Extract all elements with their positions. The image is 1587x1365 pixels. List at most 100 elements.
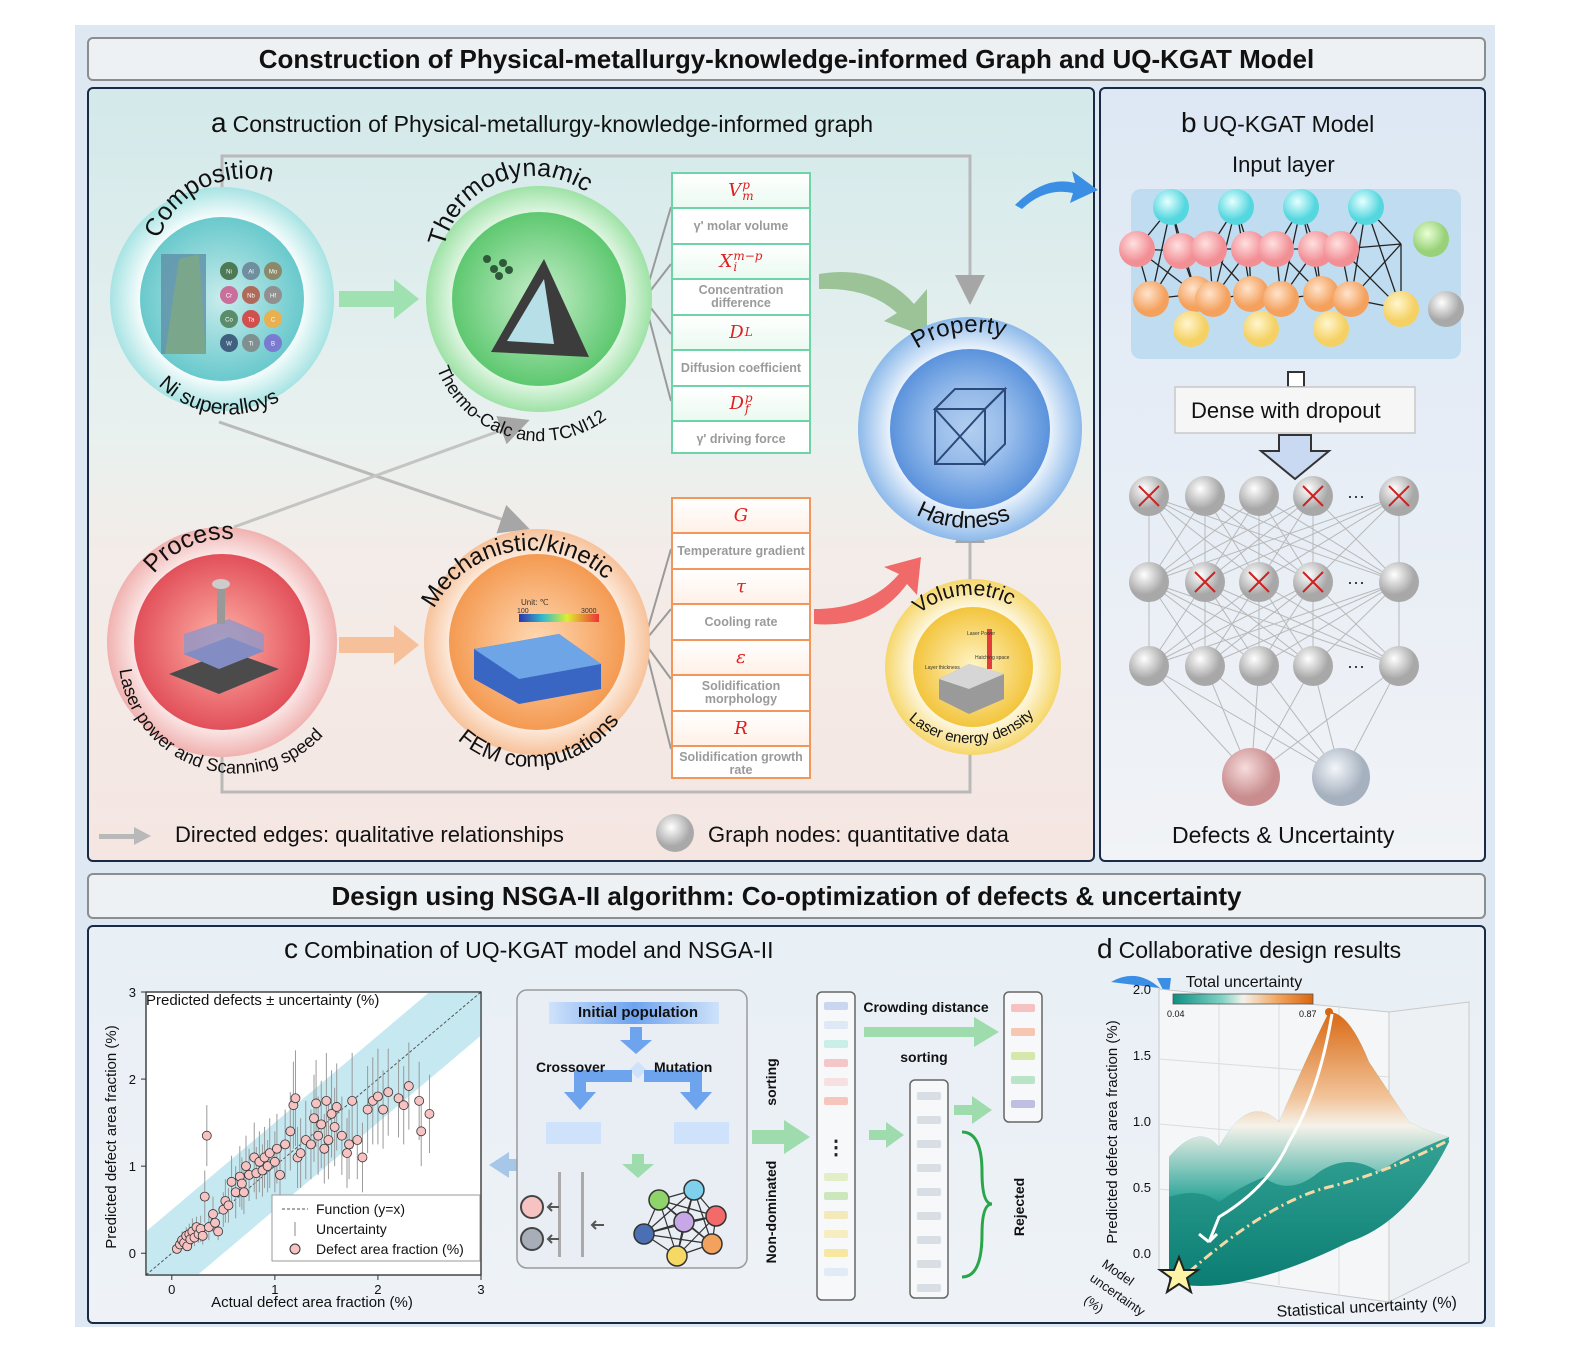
feature-name: Solidification growth rate — [679, 750, 803, 777]
data-point — [403, 1081, 414, 1091]
input-node — [1153, 189, 1189, 225]
population-bar — [824, 1040, 848, 1048]
surface-ytick: 0.0 — [1133, 1246, 1151, 1261]
flow-arrow-left — [489, 1152, 529, 1178]
data-point — [199, 1191, 210, 1202]
panel-a-title-text: Construction of Physical-metallurgy-know… — [232, 111, 874, 137]
population-bar — [917, 1092, 941, 1100]
colorbar-title: Total uncertainty — [1186, 974, 1303, 991]
ga-node — [673, 1211, 695, 1233]
population-bar — [824, 1249, 848, 1257]
input-node — [1231, 231, 1267, 267]
legend-item-1: Uncertainty — [316, 1221, 387, 1237]
data-point — [239, 1187, 249, 1198]
dropout-mark — [1248, 571, 1270, 593]
crowding-distance-label: Crowding distance — [863, 999, 988, 1015]
population-bar — [1011, 1100, 1035, 1108]
element-ball — [242, 262, 260, 280]
y-tick-label: 1 — [129, 1159, 136, 1174]
colorbar — [1172, 993, 1314, 1005]
data-point — [208, 1209, 218, 1219]
data-point — [323, 1135, 334, 1145]
nsga-flow: Initial population Crossover Mutation so… — [489, 989, 1043, 1301]
y-tick-label: 0 — [129, 1246, 136, 1261]
feature-name: Cooling rate — [673, 605, 809, 641]
data-point — [226, 1176, 237, 1187]
element-symbol: Nb — [247, 294, 255, 300]
input-node — [1313, 311, 1349, 347]
dropout-mark — [1302, 571, 1324, 593]
data-point — [383, 1087, 394, 1098]
input-node — [1233, 276, 1269, 312]
input-node — [1383, 291, 1419, 327]
legend-item-2: Defect area fraction (%) — [316, 1241, 464, 1257]
data-point — [352, 1135, 363, 1145]
population-bar — [917, 1188, 941, 1196]
crossover-label: Crossover — [536, 1059, 606, 1075]
ga-node — [701, 1233, 723, 1255]
input-node — [1303, 276, 1339, 312]
surface-ytick: 2.0 — [1133, 982, 1151, 997]
mutation-label: Mutation — [654, 1059, 712, 1075]
ellipsis-mark: ··· — [1347, 656, 1365, 676]
population-bar — [824, 1002, 848, 1010]
population-bar — [917, 1212, 941, 1220]
element-ball — [264, 334, 282, 352]
chart-title: Predicted defects ± uncertainty (%) — [146, 992, 379, 1009]
ellipsis-mark: ··· — [1347, 486, 1365, 506]
element-ball — [220, 262, 238, 280]
hidden-node — [1185, 476, 1225, 516]
surface-ytick: 1.0 — [1133, 1114, 1151, 1129]
population-bar — [824, 1059, 848, 1067]
top-banner: Construction of Physical-metallurgy-know… — [87, 37, 1486, 81]
element-symbol: Co — [225, 318, 233, 324]
dense-dropout-label: Dense with dropout — [1191, 398, 1381, 423]
input-node — [1218, 189, 1254, 225]
sorting-vertical-label: sorting — [763, 1058, 779, 1105]
optimum-star-icon — [1156, 1254, 1202, 1295]
bottom-banner-text: Design using NSGA-II algorithm: Co-optim… — [331, 880, 1242, 911]
x-tick-label: 0 — [168, 1282, 175, 1297]
feature-name: Concentration difference — [673, 280, 809, 316]
data-point — [331, 1102, 342, 1112]
edge-legend-text: Directed edges: qualitative relationship… — [175, 822, 564, 847]
population-bar — [1011, 1052, 1035, 1060]
input-node — [1283, 189, 1319, 225]
feature-name: Diffusion coefficient — [673, 351, 809, 387]
population-bar — [1011, 1004, 1035, 1012]
data-point — [424, 1109, 435, 1119]
non-dominated-label: Non-dominated — [763, 1161, 779, 1264]
panel-b-letter: b — [1181, 107, 1197, 138]
element-symbol: B — [271, 342, 275, 348]
legend-item-0: Function (y=x) — [316, 1201, 405, 1217]
data-point — [306, 1139, 316, 1150]
feature-name: Temperature gradient — [673, 534, 809, 570]
x-tick-label: 3 — [477, 1282, 484, 1297]
output-node — [1222, 748, 1280, 806]
data-point — [295, 1148, 306, 1158]
y-tick-label: 3 — [129, 985, 136, 1000]
data-point — [236, 1178, 247, 1189]
surface-ytick: 0.5 — [1133, 1180, 1151, 1195]
data-point — [280, 1139, 291, 1150]
data-point — [321, 1095, 332, 1106]
a-to-b-arrow — [1015, 171, 1098, 209]
data-point — [290, 1093, 301, 1104]
population-column — [816, 991, 856, 1301]
data-point — [398, 1100, 409, 1111]
data-point — [416, 1126, 427, 1137]
element-ball — [220, 310, 238, 328]
ga-node — [666, 1245, 688, 1267]
data-point — [269, 1156, 280, 1167]
node-legend-icon — [656, 814, 694, 852]
element-symbol: Hf — [270, 294, 276, 300]
input-node — [1173, 311, 1209, 347]
ga-node — [705, 1205, 727, 1227]
x-tick-label: 2 — [374, 1282, 381, 1297]
hidden-node — [1379, 646, 1419, 686]
